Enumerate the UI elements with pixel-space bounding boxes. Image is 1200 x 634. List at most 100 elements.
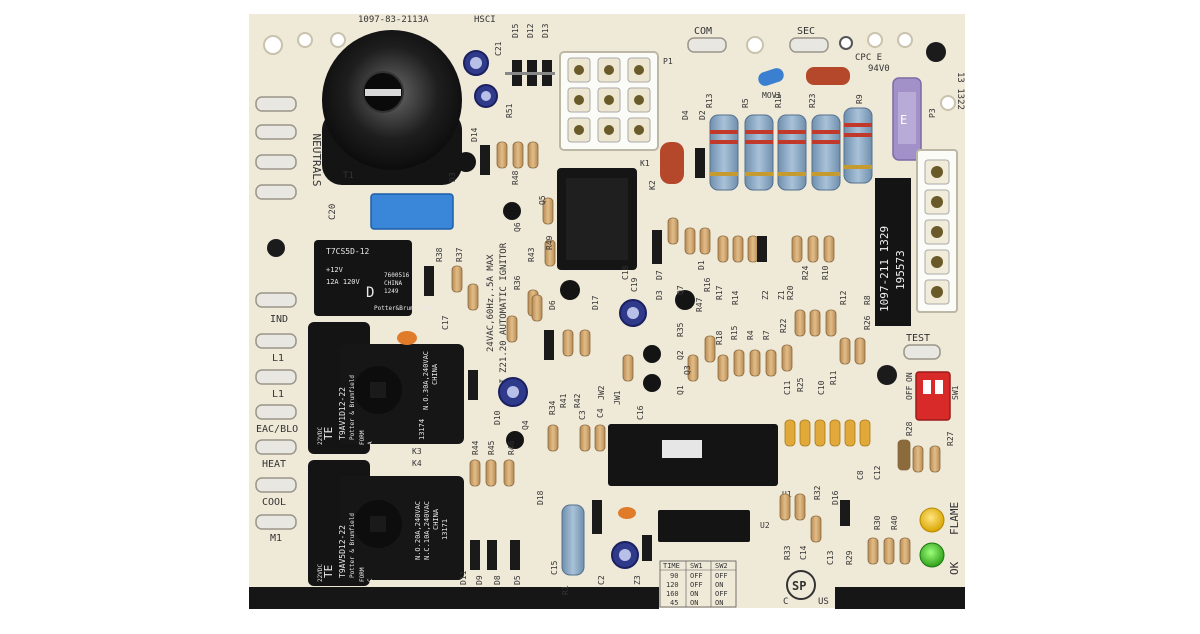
d8-label: D8 bbox=[493, 575, 502, 585]
q4-label: Q4 bbox=[521, 420, 530, 430]
r45-label: R45 bbox=[487, 440, 496, 455]
d2-label: D2 bbox=[698, 110, 707, 120]
dip-switch-1[interactable] bbox=[923, 380, 931, 394]
r49-label: R49 bbox=[545, 235, 554, 250]
neutrals-label: NEUTRALS bbox=[310, 134, 323, 187]
orange-capacitor bbox=[618, 507, 636, 519]
z1-label: Z1 bbox=[777, 290, 786, 300]
r16-label: R16 bbox=[703, 277, 712, 292]
r42-label: R42 bbox=[573, 393, 582, 408]
mov1-varistor bbox=[758, 68, 784, 86]
red-capacitor bbox=[806, 67, 850, 85]
fuse-purple: E bbox=[892, 77, 922, 161]
eac-blo-label: EAC/BLO bbox=[256, 424, 298, 435]
c17-label: C17 bbox=[441, 315, 450, 330]
c3-label: C3 bbox=[578, 410, 587, 420]
p3-label: P3 bbox=[928, 108, 937, 118]
side-number: 1097-211 1329 bbox=[878, 226, 891, 312]
relay-k4 bbox=[308, 460, 464, 586]
t1-label: T1 bbox=[343, 171, 354, 181]
q3-label: Q3 bbox=[683, 365, 692, 375]
r27-label: R27 bbox=[946, 431, 955, 446]
diodes-top bbox=[505, 60, 555, 86]
r24-label: R24 bbox=[801, 265, 810, 280]
ic-u2 bbox=[658, 510, 750, 542]
k4-coil: 22VDC bbox=[317, 564, 324, 582]
r43-label: R43 bbox=[527, 247, 536, 262]
dip-switch[interactable] bbox=[915, 371, 951, 421]
dip-r1-sw1: OFF bbox=[690, 572, 703, 580]
flame-label: FLAME bbox=[948, 502, 961, 535]
blue-resistor-r1 bbox=[561, 504, 585, 576]
electrolytic-caps-mid bbox=[498, 299, 647, 569]
r36-label: R36 bbox=[513, 275, 522, 290]
com-label: COM bbox=[694, 26, 712, 37]
r23-label: R23 bbox=[808, 93, 817, 108]
q2-label: Q2 bbox=[676, 350, 685, 360]
k2-year: 1249 bbox=[384, 288, 399, 295]
r41-label: R41 bbox=[559, 393, 568, 408]
hsci-label: HSCI bbox=[474, 15, 496, 25]
c11-label: C11 bbox=[783, 380, 792, 395]
test-terminal[interactable] bbox=[903, 344, 941, 360]
l1-label-bottom: L1 bbox=[272, 389, 284, 400]
csa-us: US bbox=[818, 597, 829, 607]
r8-label: R8 bbox=[863, 295, 872, 305]
d13-label: D13 bbox=[541, 23, 550, 38]
red-capacitor-small bbox=[660, 142, 684, 184]
power-resistors bbox=[709, 107, 873, 191]
r7-label: R7 bbox=[762, 330, 771, 340]
z3-label: Z3 bbox=[633, 575, 642, 585]
dip-r2-time: 120 bbox=[666, 581, 679, 589]
k4-lot: 13171 bbox=[441, 519, 449, 540]
r1-label: R1 bbox=[561, 585, 570, 595]
c13-label: C13 bbox=[826, 550, 835, 565]
ic-u1 bbox=[608, 424, 778, 486]
d11-label: D11 bbox=[459, 570, 468, 585]
d1-label: D1 bbox=[697, 260, 706, 270]
dip-r4-sw1: ON bbox=[690, 599, 698, 607]
d6-label: D6 bbox=[548, 300, 557, 310]
k3-form: FORM bbox=[359, 430, 366, 445]
c16-label: C16 bbox=[636, 405, 645, 420]
r51-label: R51 bbox=[505, 103, 514, 118]
r25-label: R25 bbox=[796, 377, 805, 392]
c18-label: C18 bbox=[621, 265, 630, 280]
k4-model: T9AV5D12-22 bbox=[338, 525, 347, 578]
dip-switch-2[interactable] bbox=[935, 380, 943, 394]
five-pin-connector-p3 bbox=[916, 149, 958, 313]
d17-label: D17 bbox=[591, 295, 600, 310]
csa-c: C bbox=[783, 597, 788, 607]
ind-label: IND bbox=[270, 314, 288, 325]
r38-label: R38 bbox=[435, 247, 444, 262]
r26-label: R26 bbox=[863, 315, 872, 330]
mov1-label: MOV1 bbox=[762, 91, 781, 100]
transistors bbox=[456, 152, 695, 449]
r47-label: R47 bbox=[695, 297, 704, 312]
relay-k2 bbox=[314, 240, 412, 316]
sec-label: SEC bbox=[797, 26, 815, 37]
q5-label: Q5 bbox=[538, 195, 547, 205]
d15-label: D15 bbox=[511, 23, 520, 38]
r33-label: R33 bbox=[783, 545, 792, 560]
ok-label: OK bbox=[948, 561, 961, 575]
csa-mark bbox=[786, 570, 816, 600]
k3-label: K3 bbox=[412, 447, 422, 456]
r10-label: R10 bbox=[821, 265, 830, 280]
u2-label: U2 bbox=[760, 521, 770, 530]
k2-rating: 12A 120V bbox=[326, 278, 361, 286]
serial-number: 195573 bbox=[894, 250, 907, 290]
r34-label: R34 bbox=[548, 400, 557, 415]
k2-ref: K2 bbox=[648, 180, 657, 190]
sec-terminal bbox=[789, 37, 829, 53]
k4-origin: CHINA bbox=[432, 508, 440, 530]
k4-form: FORM bbox=[359, 567, 366, 582]
k4-rating1: N.O.20A,240VAC bbox=[414, 501, 422, 560]
d4-label: D4 bbox=[681, 110, 690, 120]
dip-time-table bbox=[659, 560, 737, 608]
blue-capacitor-c20 bbox=[370, 193, 454, 230]
flame-led bbox=[919, 507, 945, 533]
k4-rating2: N.C.10A,240VAC bbox=[423, 501, 431, 560]
k2-origin: CHINA bbox=[384, 280, 402, 287]
part-number: 1097-83-2113A bbox=[358, 15, 429, 25]
